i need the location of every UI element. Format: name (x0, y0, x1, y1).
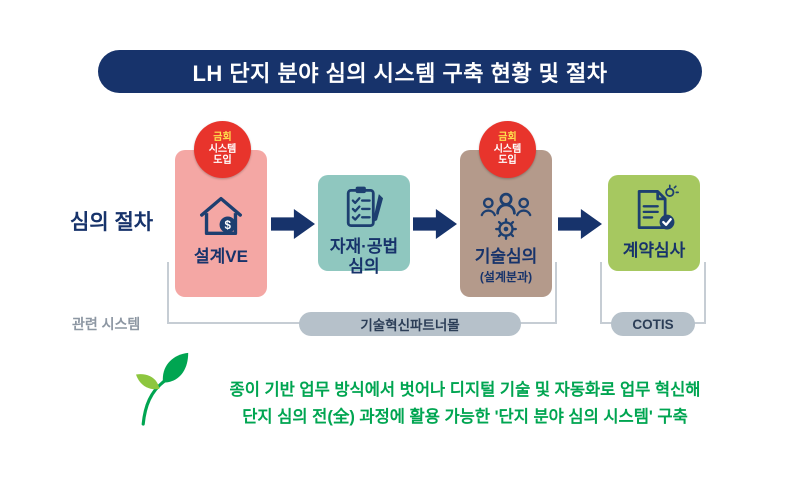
footer-message-line2: 단지 심의 전(全) 과정에 활용 가능한 '단지 분야 심의 시스템' 구축 (242, 408, 688, 426)
badge-new-system-1: 금회 시스템 도입 (194, 121, 251, 178)
house-money-icon: $ (194, 188, 248, 244)
page-title-banner: LH 단지 분야 심의 시스템 구축 현황 및 절차 (98, 50, 702, 93)
leaf-icon (118, 350, 190, 431)
step-label-material-method: 자재·공법 심의 (329, 237, 399, 276)
step-label-tech-review: 기술심의 (474, 247, 538, 266)
people-gear-icon (478, 188, 534, 244)
badge-text-line1: 금회 (213, 132, 232, 144)
badge-text-line3: 도입 (213, 155, 232, 167)
system-pill-tech-innovation-mall: 기술혁신파트너몰 (299, 312, 521, 336)
row-label-procedure: 심의 절차 (70, 211, 154, 234)
step-card-contract-review: 계약심사 (608, 175, 700, 271)
svg-text:$: $ (225, 220, 232, 232)
footer-message: 종이 기반 업무 방식에서 벗어나 디지털 기술 및 자동화로 업무 혁신해 단… (185, 377, 745, 431)
step-label-design-ve: 설계VE (194, 247, 248, 266)
system-pill-cotis: COTIS (611, 312, 695, 336)
footer-message-line1: 종이 기반 업무 방식에서 벗어나 디지털 기술 및 자동화로 업무 혁신해 (229, 381, 701, 399)
flow-arrow-3 (558, 209, 602, 239)
row-label-systems: 관련 시스템 (72, 316, 141, 332)
flow-arrow-1 (271, 209, 315, 239)
badge-text-line2: 시스템 (493, 143, 522, 155)
checklist-icon (338, 182, 390, 234)
step-label-contract-review: 계약심사 (622, 241, 686, 260)
badge-text-line1: 금회 (498, 132, 517, 144)
badge-new-system-2: 금회 시스템 도입 (479, 121, 536, 178)
step-card-material-method: 자재·공법 심의 (318, 175, 410, 276)
page-title: LH 단지 분야 심의 시스템 구축 현황 및 절차 (192, 60, 608, 86)
document-check-icon (628, 182, 680, 238)
flow-arrow-2 (413, 209, 457, 239)
badge-text-line2: 시스템 (208, 143, 237, 155)
badge-text-line3: 도입 (498, 155, 517, 167)
step-sublabel-design-subcommittee: (설계분과) (479, 270, 533, 284)
